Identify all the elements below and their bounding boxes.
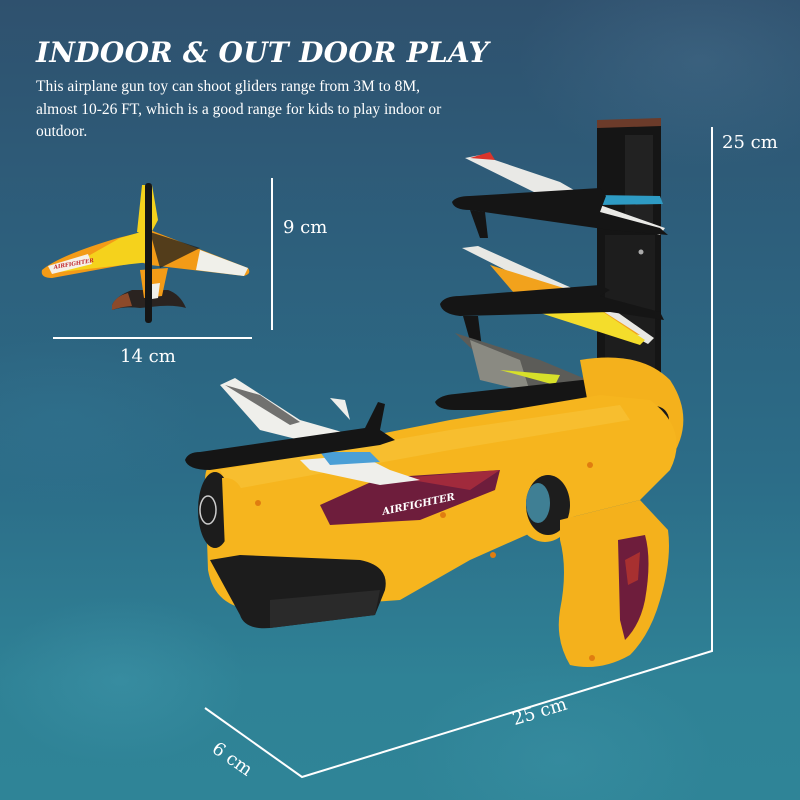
stacked-glider-1	[452, 152, 668, 238]
glider-height-label: 9 cm	[283, 217, 328, 238]
launcher-gun: AIRFIGHTER	[198, 357, 684, 668]
launcher-dimension-line	[204, 127, 713, 779]
glider-width-label: 14 cm	[120, 346, 176, 367]
description-text: This airplane gun toy can shoot gliders …	[36, 78, 442, 140]
dimension-lines	[53, 127, 713, 779]
glider-image: AIRFIGHTER	[41, 183, 250, 323]
stacked-glider-2	[440, 246, 664, 348]
front-glider	[185, 378, 420, 485]
launcher-height-label: 25 cm	[722, 132, 778, 153]
page-title: INDOOR & OUT DOOR PLAY	[36, 36, 489, 69]
